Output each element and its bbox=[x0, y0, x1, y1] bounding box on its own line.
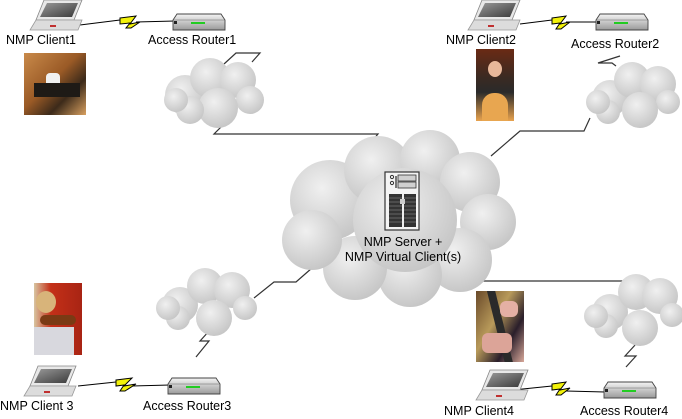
wan-link-2-core bbox=[490, 117, 591, 157]
wan-link-4 bbox=[623, 343, 638, 368]
wan-link-2 bbox=[597, 55, 621, 67]
server-label-line1: NMP Server + bbox=[363, 235, 443, 249]
laptop-icon-1 bbox=[29, 0, 83, 31]
cloud-3 bbox=[156, 268, 257, 336]
wan-link-3-core bbox=[253, 267, 313, 299]
cello-body bbox=[482, 93, 508, 121]
hand-upper bbox=[500, 301, 518, 317]
wan-link-1 bbox=[223, 52, 262, 65]
server-label-line2: NMP Virtual Client(s) bbox=[344, 250, 462, 264]
violinist-sleeve bbox=[34, 327, 74, 355]
cellist-photo bbox=[476, 49, 514, 121]
piano-body bbox=[34, 83, 80, 97]
cloud-2 bbox=[586, 62, 680, 128]
client-label-4: NMP Client4 bbox=[444, 404, 514, 418]
violinist-photo bbox=[34, 283, 82, 355]
server-icon bbox=[384, 171, 420, 231]
wireless-link-3 bbox=[77, 377, 171, 392]
client-label-2: NMP Client2 bbox=[446, 33, 516, 47]
cellist-face bbox=[488, 61, 502, 77]
wireless-link-2 bbox=[519, 15, 598, 30]
router-icon-1 bbox=[172, 13, 226, 31]
wireless-link-1 bbox=[79, 15, 176, 29]
router-label-1: Access Router1 bbox=[148, 33, 237, 47]
pianist-photo bbox=[24, 53, 86, 115]
router-label-3: Access Router3 bbox=[143, 399, 232, 413]
violinist-head bbox=[36, 291, 56, 313]
violin bbox=[40, 315, 76, 325]
laptop-icon-4 bbox=[475, 369, 529, 401]
router-icon-3 bbox=[167, 377, 221, 395]
client-label-1: NMP Client1 bbox=[6, 33, 76, 47]
router-icon-4 bbox=[603, 381, 657, 399]
cloud-core bbox=[282, 130, 516, 307]
laptop-icon-3 bbox=[23, 365, 77, 397]
client-label-3: NMP Client 3 bbox=[0, 399, 74, 413]
server-label: NMP Server + NMP Virtual Client(s) bbox=[323, 235, 483, 265]
router-icon-2 bbox=[595, 13, 649, 31]
wan-link-3 bbox=[195, 329, 211, 358]
router-label-2: Access Router2 bbox=[571, 37, 660, 51]
router-label-4: Access Router4 bbox=[580, 404, 669, 418]
hand-lower bbox=[482, 333, 512, 353]
cloud-1 bbox=[164, 58, 264, 128]
laptop-icon-2 bbox=[467, 0, 521, 31]
cloud-4 bbox=[584, 274, 682, 346]
clarinetist-photo bbox=[476, 291, 524, 362]
